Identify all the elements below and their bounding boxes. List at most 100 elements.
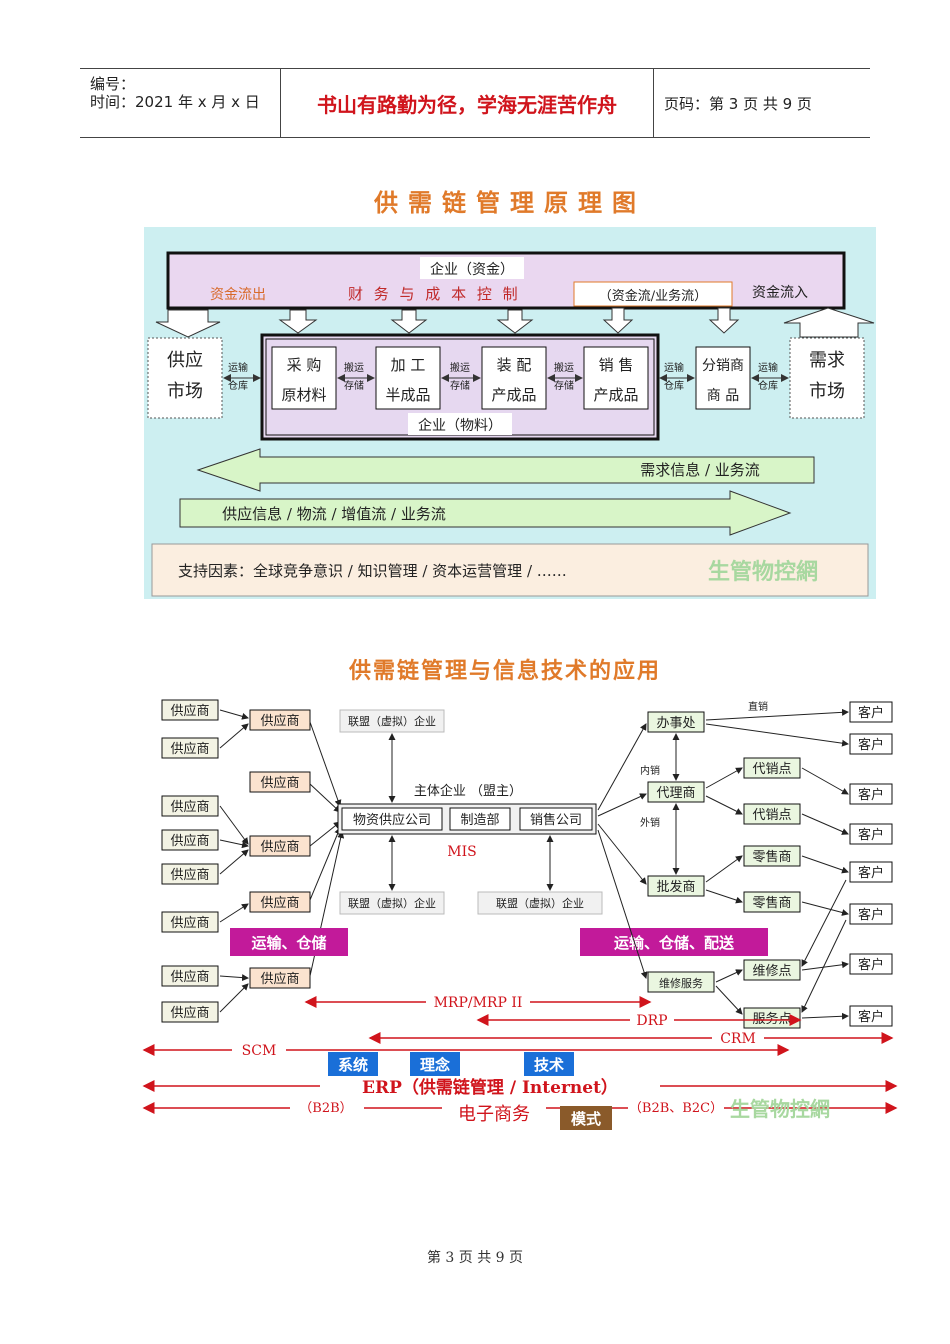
- support-factors-bar: [151, 543, 869, 597]
- distributor-box: [695, 346, 751, 410]
- supply-market-line1: 供应: [167, 350, 203, 371]
- supply-chain-principle-diagram: 供需链管理原理图 企业（资金） 资金流出 财 务 与 成 本 控 制 （资金流/…: [144, 188, 876, 599]
- svg-text:联盟（虚拟）企业: 联盟（虚拟）企业: [496, 896, 584, 910]
- svg-text:零售商: 零售商: [752, 849, 791, 865]
- ecommerce-label: 电子商务: [458, 1104, 530, 1125]
- direct-label: 直销: [748, 700, 768, 713]
- stage-purchase-top: 采 购: [287, 356, 322, 374]
- virtual-enterprise-bottom-right: [477, 891, 603, 915]
- supply-info-arrow: [179, 490, 792, 536]
- down-arrow-5: [708, 307, 740, 334]
- svg-text:批发商: 批发商: [656, 879, 695, 895]
- svg-text:客户: 客户: [858, 827, 884, 843]
- doc-number: 编号：: [90, 75, 136, 93]
- sales-channels: 办事处 代理商 批发商 代销点 代销点 零售商 零售商 维修点 服务点 维修服务: [647, 711, 801, 1029]
- inner-suppliers: 供应商 供应商 供应商 供应商 供应商: [249, 709, 311, 989]
- svg-text:客户: 客户: [858, 787, 884, 803]
- fig2-title: 供需链管理与信息技术的应用: [348, 658, 661, 684]
- stage-purchase: [271, 346, 337, 410]
- svg-text:维修服务: 维修服务: [659, 976, 703, 990]
- stage-purchase-bottom: 原材料: [281, 386, 326, 404]
- drp-label: DRP: [636, 1013, 667, 1029]
- transport-distribution-label: 运输、仓储、配送: [614, 934, 735, 952]
- transport-warehouse-label: 运输、仓储: [251, 934, 326, 952]
- enterprise-funds-box: [420, 257, 524, 279]
- transport-label-c1: 运输: [758, 361, 778, 374]
- svg-text:供应商: 供应商: [260, 839, 299, 855]
- b2b-label: （B2B）: [299, 1101, 352, 1116]
- outflow-arrow: [155, 309, 221, 338]
- svg-text:供应商: 供应商: [260, 971, 299, 987]
- mrp-label: MRP/MRP II: [434, 995, 523, 1011]
- svg-text:办事处: 办事处: [656, 716, 695, 731]
- transfer-label-a1: 搬运: [344, 361, 364, 374]
- distributor-bottom: 商 品: [707, 388, 739, 404]
- transfer-label-c1: 搬运: [554, 361, 574, 374]
- svg-text:客户: 客户: [858, 865, 884, 881]
- transfer-label-b2: 存储: [450, 379, 470, 392]
- outer-sales-label: 外销: [640, 816, 660, 829]
- transport-label-a1: 运输: [228, 361, 248, 374]
- stage-assembly-bottom: 产成品: [491, 386, 536, 404]
- dept-sales: 销售公司: [530, 812, 582, 828]
- svg-text:服务点: 服务点: [752, 1011, 791, 1027]
- transport-label-c2: 仓库: [758, 379, 778, 392]
- svg-text:维修点: 维修点: [752, 964, 791, 979]
- demand-info-label: 需求信息 / 业务流: [640, 461, 760, 479]
- tech-badge: [524, 1052, 574, 1076]
- svg-text:供应商: 供应商: [170, 833, 209, 849]
- svg-text:代理商: 代理商: [656, 786, 695, 801]
- transfer-label-b1: 搬运: [450, 361, 470, 374]
- supply-chain-it-diagram: 供需链管理与信息技术的应用 供应商 供应商 供应商 供应商 供应商 供应商 供应…: [142, 658, 898, 1130]
- system-badge: [328, 1052, 378, 1076]
- supply-market-box: [147, 337, 223, 419]
- channel-connectors: [597, 708, 849, 1020]
- funds-inflow-label: 资金流入: [752, 285, 808, 301]
- svg-text:供应商: 供应商: [170, 703, 209, 719]
- svg-text:供应商: 供应商: [170, 969, 209, 985]
- svg-text:供应商: 供应商: [170, 799, 209, 815]
- stage-assembly-top: 装 配: [497, 356, 532, 374]
- b2b-b2c-label: （B2B、B2C）: [629, 1101, 723, 1116]
- virtual-enterprise-bottom-left: [339, 891, 445, 915]
- outer-suppliers: 供应商 供应商 供应商 供应商 供应商 供应商 供应商 供应商: [161, 699, 219, 1023]
- demand-market-line2: 市场: [809, 381, 845, 402]
- system-label: 系统: [338, 1056, 368, 1074]
- fig2-watermark: 生管物控網: [730, 1097, 830, 1121]
- customers: 客户 客户 客户 客户 客户 客户 客户 客户: [849, 701, 893, 1027]
- mode-label: 模式: [571, 1110, 601, 1128]
- transport-warehouse-bar: [230, 928, 348, 956]
- svg-text:客户: 客户: [858, 1009, 884, 1025]
- svg-text:零售商: 零售商: [752, 895, 791, 911]
- svg-text:供应商: 供应商: [260, 713, 299, 729]
- scm-label: SCM: [242, 1043, 277, 1059]
- svg-text:供应商: 供应商: [170, 741, 209, 757]
- svg-text:供应商: 供应商: [260, 895, 299, 911]
- transfer-label-a2: 存储: [344, 379, 364, 392]
- doc-time: 时间：2021 年 x 月 x 日: [90, 93, 260, 111]
- support-factors-label: 支持因素：全球竞争意识 / 知识管理 / 资本运营管理 / ……: [178, 562, 567, 580]
- stage-sales-top: 销 售: [599, 356, 634, 374]
- down-arrow-4: [602, 307, 634, 334]
- transfer-label-c2: 存储: [554, 379, 574, 392]
- svg-text:代销点: 代销点: [752, 808, 791, 823]
- svg-text:供应商: 供应商: [170, 915, 209, 931]
- fig1-title: 供需链管理原理图: [373, 188, 646, 217]
- erp-label: ERP（供需链管理 / Internet）: [362, 1077, 618, 1098]
- stage-sales: [583, 346, 649, 410]
- header-motto: 书山有路勤为径，学海无涯苦作舟: [281, 69, 654, 137]
- fig1-watermark: 生管物控網: [708, 559, 818, 585]
- mis-label: MIS: [447, 844, 476, 860]
- down-arrow-3: [496, 309, 534, 334]
- dept-supply: 物资供应公司: [353, 812, 431, 828]
- svg-text:客户: 客户: [858, 957, 884, 973]
- transport-label-b1: 运输: [664, 361, 684, 374]
- demand-info-arrow: [196, 448, 815, 492]
- demand-market-box: [789, 337, 865, 419]
- inner-sales-label: 内销: [640, 764, 660, 777]
- svg-text:供应商: 供应商: [260, 775, 299, 791]
- header-meta: 编号： 时间：2021 年 x 月 x 日: [80, 69, 281, 137]
- svg-text:供应商: 供应商: [170, 867, 209, 883]
- enterprise-funds-label: 企业（资金）: [430, 261, 514, 278]
- flow-note-label: （资金流/业务流）: [599, 288, 707, 304]
